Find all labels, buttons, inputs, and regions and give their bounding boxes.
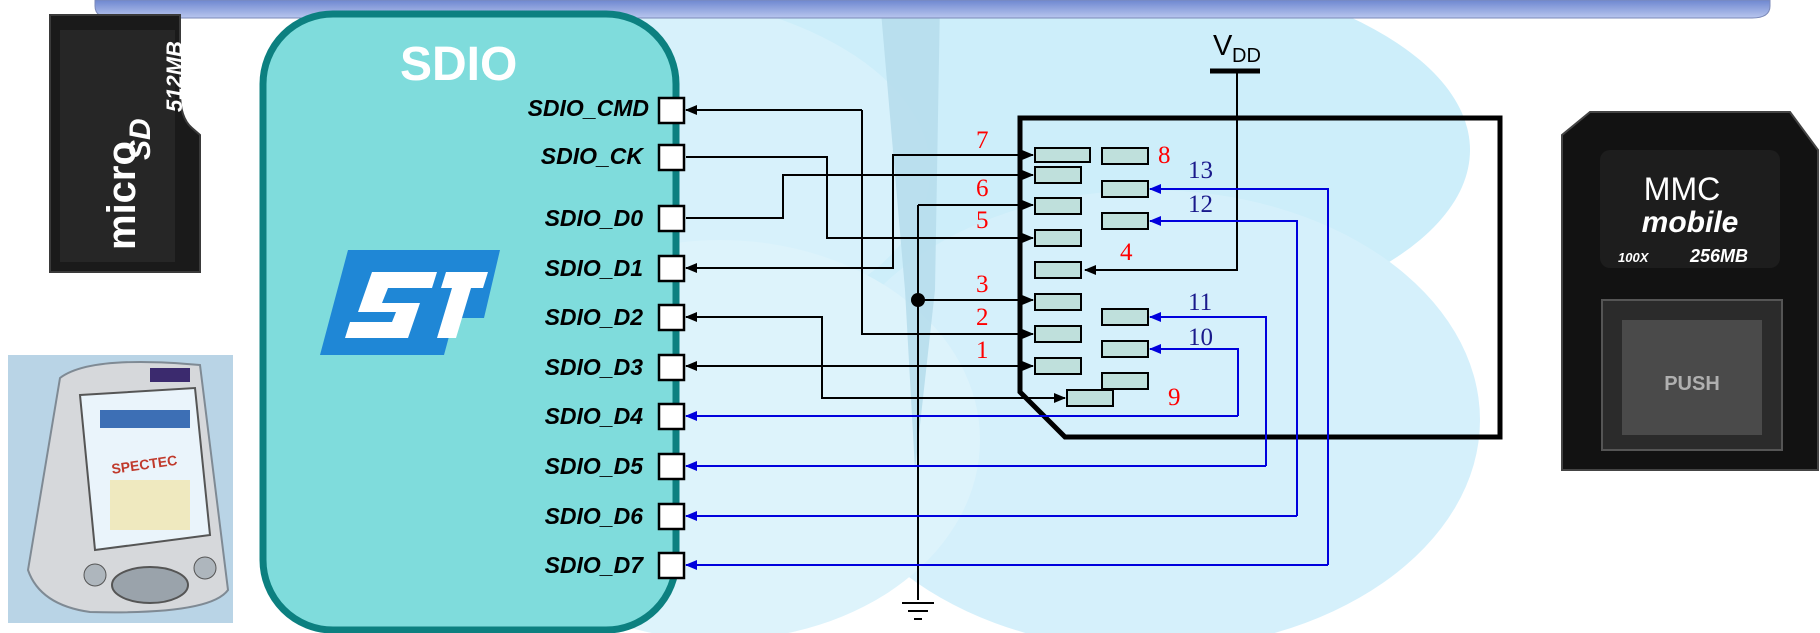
sdio-pin-squares bbox=[657, 96, 686, 580]
pin-num-7: 7 bbox=[976, 127, 989, 154]
mmc-card-image: MMC mobile 100X 256MB PUSH bbox=[1561, 111, 1819, 471]
pin-num-1: 1 bbox=[976, 337, 989, 364]
vdd-supply: V DD bbox=[1084, 30, 1261, 275]
pad-1 bbox=[1034, 357, 1082, 375]
vdd-label: V bbox=[1213, 30, 1233, 62]
pad-12 bbox=[1101, 212, 1149, 230]
pin-label-sdio-cmd: SDIO_CMD bbox=[528, 95, 649, 121]
pin-label-sdio-d7: SDIO_D7 bbox=[545, 552, 645, 578]
pin-num-5: 5 bbox=[976, 207, 989, 234]
pin-square-d3 bbox=[657, 353, 686, 382]
wire-ck-to-pin5 bbox=[686, 156, 1034, 243]
microsd-brand: micro bbox=[100, 141, 144, 250]
mmc-line1: MMC bbox=[1644, 171, 1720, 207]
vdd-label-subscript: DD bbox=[1232, 45, 1261, 67]
pin-num-9: 9 bbox=[1168, 384, 1181, 411]
pin-square-d6 bbox=[657, 502, 686, 531]
pin-square-d2 bbox=[657, 303, 686, 332]
pin-label-sdio-ck: SDIO_CK bbox=[541, 143, 645, 169]
pin-square-d0 bbox=[657, 204, 686, 233]
pin-num-2: 2 bbox=[976, 304, 989, 331]
sdio-title: SDIO bbox=[400, 38, 517, 91]
pad-9b bbox=[1101, 372, 1149, 390]
mmc-line2: mobile bbox=[1642, 206, 1739, 239]
pin-num-6: 6 bbox=[976, 175, 989, 202]
wire-d7-to-pin13 bbox=[1149, 184, 1329, 565]
pin-label-sdio-d0: SDIO_D0 bbox=[545, 205, 644, 231]
pin-square-d7 bbox=[657, 551, 686, 580]
wire-cmd-to-pin2 bbox=[861, 110, 1034, 339]
pad-10 bbox=[1101, 340, 1149, 358]
mmc-capacity: 256MB bbox=[1689, 246, 1748, 266]
pin-label-sdio-d3: SDIO_D3 bbox=[545, 354, 644, 380]
pad-3 bbox=[1034, 293, 1082, 311]
pin-square-d1 bbox=[657, 254, 686, 283]
pin-label-sdio-d4: SDIO_D4 bbox=[545, 403, 644, 429]
sdio-pin-labels: SDIO_CMD SDIO_CK SDIO_D0 SDIO_D1 SDIO_D2… bbox=[528, 95, 649, 578]
pin-square-cmd bbox=[657, 96, 686, 125]
pin-num-4: 4 bbox=[1120, 239, 1133, 266]
pad-4 bbox=[1034, 261, 1082, 279]
card-pads bbox=[1034, 147, 1149, 407]
microsd-capacity: 512MB bbox=[162, 41, 187, 112]
pad-6 bbox=[1034, 166, 1082, 184]
pin-num-12: 12 bbox=[1188, 191, 1213, 218]
microsd-card-image: micro SD 512MB bbox=[49, 14, 201, 273]
pad-7 bbox=[1034, 147, 1091, 163]
black-wires bbox=[685, 105, 1066, 403]
blue-wires bbox=[685, 184, 1329, 570]
pad-5b bbox=[1034, 229, 1082, 247]
pin-label-sdio-d1: SDIO_D1 bbox=[545, 255, 643, 281]
st-logo bbox=[320, 250, 500, 355]
mmc-speed: 100X bbox=[1618, 250, 1650, 265]
pda-image: SPECTEC bbox=[8, 355, 233, 623]
pin-num-11: 11 bbox=[1188, 289, 1212, 316]
card-pin-numbers: 7 8 6 5 4 3 2 1 9 13 12 11 10 bbox=[976, 127, 1213, 411]
wire-d6-to-pin12 bbox=[1149, 216, 1298, 516]
pad-9 bbox=[1066, 389, 1114, 407]
wire-d0-to-pin7 bbox=[686, 170, 1034, 219]
pin-square-d4 bbox=[657, 402, 686, 431]
pin-num-8: 8 bbox=[1158, 142, 1171, 169]
pad-5 bbox=[1034, 197, 1082, 215]
wire-d5-to-pin11 bbox=[1149, 312, 1267, 466]
pad-13 bbox=[1101, 180, 1149, 198]
pin-num-3: 3 bbox=[976, 271, 989, 298]
wire-d4-to-pin10 bbox=[1149, 344, 1239, 416]
microsd-brand-sd: SD bbox=[124, 118, 157, 160]
pin-label-sdio-d2: SDIO_D2 bbox=[545, 304, 644, 330]
pin-square-d5 bbox=[657, 452, 686, 481]
wire-vdd bbox=[1084, 71, 1238, 275]
pin-num-10: 10 bbox=[1188, 324, 1213, 351]
pad-11 bbox=[1101, 308, 1149, 326]
pin-label-sdio-d5: SDIO_D5 bbox=[545, 453, 645, 479]
pin-square-ck bbox=[657, 143, 686, 172]
pad-2 bbox=[1034, 325, 1082, 343]
mmc-push-label: PUSH bbox=[1664, 373, 1720, 395]
sdio-block: SDIO bbox=[259, 10, 680, 633]
pin-num-13: 13 bbox=[1188, 157, 1213, 184]
card-outline bbox=[1017, 115, 1503, 440]
pin-label-sdio-d6: SDIO_D6 bbox=[545, 503, 644, 529]
pad-8 bbox=[1101, 147, 1149, 165]
